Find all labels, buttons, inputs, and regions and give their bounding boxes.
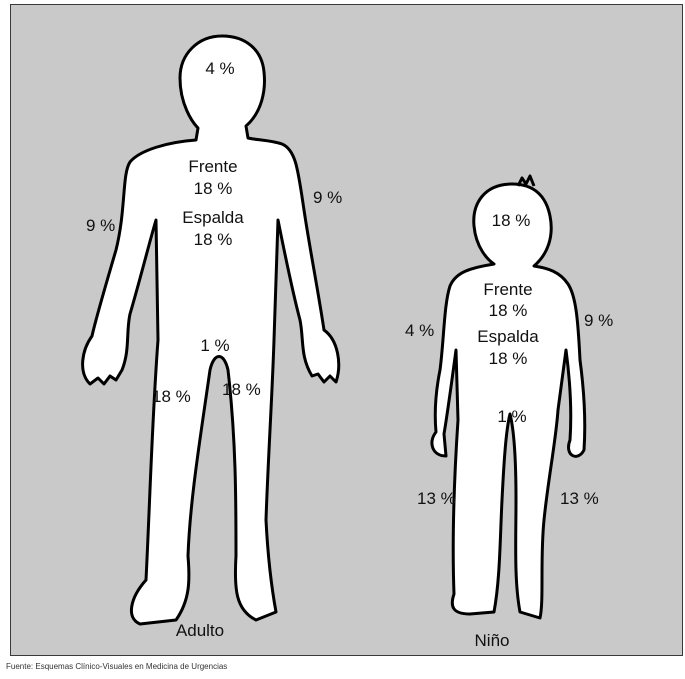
adult-caption: Adulto [176, 622, 224, 639]
adult-torso-back-label: Espalda [182, 209, 243, 226]
adult-right-leg-value: 18 % [222, 381, 261, 398]
child-hair-tuft [518, 176, 534, 186]
adult-torso-back-value: 18 % [194, 231, 233, 248]
child-head-value: 18 % [492, 212, 531, 229]
child-right-leg-value: 13 % [560, 490, 599, 507]
adult-torso-front-value: 18 % [194, 180, 233, 197]
adult-body-outline [83, 36, 339, 624]
child-right-arm-value: 9 % [584, 312, 613, 329]
child-torso-back-value: 18 % [489, 350, 528, 367]
adult-head-value: 4 % [205, 60, 234, 77]
adult-left-leg-value: 18 % [152, 388, 191, 405]
adult-left-arm-value: 9 % [86, 217, 115, 234]
child-left-arm-value: 4 % [405, 322, 434, 339]
child-caption: Niño [475, 632, 510, 649]
adult-genitals-value: 1 % [200, 337, 229, 354]
child-figure [432, 176, 585, 618]
child-torso-front-label: Frente [483, 281, 532, 298]
child-left-leg-value: 13 % [417, 490, 456, 507]
source-caption: Fuente: Esquemas Clínico-Visuales en Med… [6, 662, 227, 671]
child-genitals-value: 1 % [497, 408, 526, 425]
adult-torso-front-label: Frente [188, 158, 237, 175]
adult-figure [83, 36, 339, 624]
child-body-outline [432, 184, 585, 618]
adult-right-arm-value: 9 % [313, 189, 342, 206]
child-torso-front-value: 18 % [489, 302, 528, 319]
child-torso-back-label: Espalda [477, 328, 538, 345]
